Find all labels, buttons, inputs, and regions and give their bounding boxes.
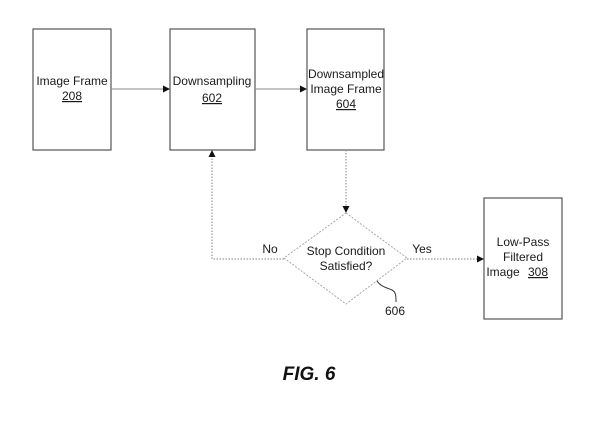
downsampling-ref: 602	[202, 91, 222, 105]
decision-line2: Satisfied?	[320, 259, 373, 273]
node-downsampling: Downsampling 602	[169, 28, 256, 151]
node-downsampled-image-frame: Downsampled Image Frame 604	[306, 28, 385, 151]
node-low-pass-filtered-image: Low-Pass Filtered Image 308	[483, 197, 563, 320]
downsampled-frame-box	[306, 28, 385, 151]
low-pass-ref: 308	[528, 265, 548, 279]
arrow-no-loop-back	[208, 150, 284, 260]
image-frame-label: Image Frame	[36, 74, 108, 88]
downsampled-frame-line1: Downsampled	[308, 67, 384, 81]
edge-label-yes: Yes	[412, 242, 432, 256]
ref-606-leader	[376, 280, 397, 303]
low-pass-line3: Image	[486, 265, 520, 279]
decision-line1: Stop Condition	[307, 244, 386, 258]
downsampled-frame-line2: Image Frame	[310, 82, 382, 96]
low-pass-box	[483, 197, 563, 320]
ref-606-label: 606	[385, 304, 405, 318]
low-pass-line1: Low-Pass	[497, 235, 550, 249]
node-image-frame: Image Frame 208	[32, 28, 112, 151]
image-frame-box	[32, 28, 112, 151]
downsampled-frame-ref: 604	[336, 97, 356, 111]
low-pass-line2: Filtered	[503, 250, 543, 264]
figure-caption: FIG. 6	[283, 364, 336, 385]
decision-diamond	[283, 212, 408, 305]
edge-label-no: No	[262, 242, 278, 256]
image-frame-ref: 208	[62, 89, 82, 103]
downsampling-label: Downsampling	[173, 74, 252, 88]
node-stop-condition: Stop Condition Satisfied?	[283, 212, 408, 305]
downsampling-box	[169, 28, 256, 151]
